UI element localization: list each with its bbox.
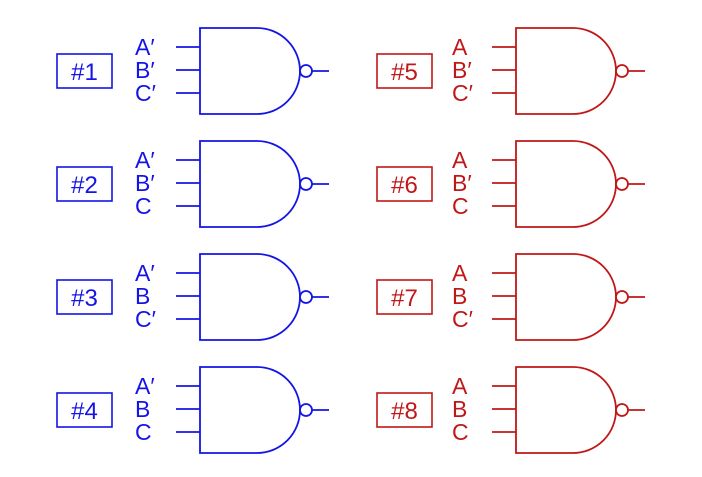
nand-gate-body	[199, 27, 301, 115]
input-label: B	[452, 396, 467, 422]
gate-number-box	[56, 392, 113, 428]
input-label: B′	[452, 170, 472, 196]
gate-number: #4	[71, 398, 98, 425]
inversion-bubble	[615, 403, 629, 417]
inversion-bubble	[299, 64, 313, 78]
inversion-bubble	[615, 290, 629, 304]
gate-number: #5	[391, 59, 418, 86]
gate-number: #7	[391, 285, 418, 312]
gate-number-box	[56, 279, 113, 315]
gate-number: #1	[71, 59, 98, 86]
gate-number: #6	[391, 172, 418, 199]
nand-gate-8: #8 ABC	[376, 366, 645, 454]
nand-gate-4: #4 A′BC	[56, 366, 329, 454]
gate-number-box	[376, 392, 433, 428]
input-label: A	[452, 147, 468, 173]
inversion-bubble	[615, 177, 629, 191]
input-label: B	[135, 396, 150, 422]
input-label: B	[135, 283, 150, 309]
gate-number-box	[376, 279, 433, 315]
input-label: A′	[135, 260, 155, 286]
nand-gate-body	[515, 140, 617, 228]
inversion-bubble	[615, 64, 629, 78]
input-label: B′	[452, 57, 472, 83]
nand-gate-7: #7 ABC′	[376, 253, 645, 341]
input-label: A′	[135, 34, 155, 60]
nand-gate-body	[199, 253, 301, 341]
input-label: C′	[452, 306, 473, 332]
gate-number: #8	[391, 398, 418, 425]
input-label: C	[135, 193, 152, 219]
nand-gate-body	[515, 27, 617, 115]
input-label: B′	[135, 57, 155, 83]
nand-gate-3: #3 A′BC′	[56, 253, 329, 341]
gate-number-box	[56, 166, 113, 202]
input-label: C′	[452, 80, 473, 106]
gate-number: #2	[71, 172, 98, 199]
inversion-bubble	[299, 403, 313, 417]
input-label: B	[452, 283, 467, 309]
gate-number-box	[376, 166, 433, 202]
input-label: A	[452, 260, 468, 286]
nand-gate-2: #2 A′B′C	[56, 140, 329, 228]
nand-gate-body	[515, 366, 617, 454]
input-label: A	[452, 34, 468, 60]
nand-gate-body	[199, 366, 301, 454]
input-label: C	[452, 193, 469, 219]
input-label: B′	[135, 170, 155, 196]
nand-gate-5: #5 AB′C′	[376, 27, 645, 115]
input-label: C	[452, 419, 469, 445]
input-label: C	[135, 419, 152, 445]
nand-gate-body	[515, 253, 617, 341]
input-label: C′	[135, 306, 156, 332]
gate-number-box	[56, 53, 113, 89]
input-label: A	[452, 373, 468, 399]
gate-number-box	[376, 53, 433, 89]
input-label: A′	[135, 147, 155, 173]
inversion-bubble	[299, 177, 313, 191]
nand-gate-body	[199, 140, 301, 228]
input-label: A′	[135, 373, 155, 399]
inversion-bubble	[299, 290, 313, 304]
input-label: C′	[135, 80, 156, 106]
nand-gate-6: #6 AB′C	[376, 140, 645, 228]
gate-number: #3	[71, 285, 98, 312]
nand-gate-1: #1 A′B′C′	[56, 27, 329, 115]
